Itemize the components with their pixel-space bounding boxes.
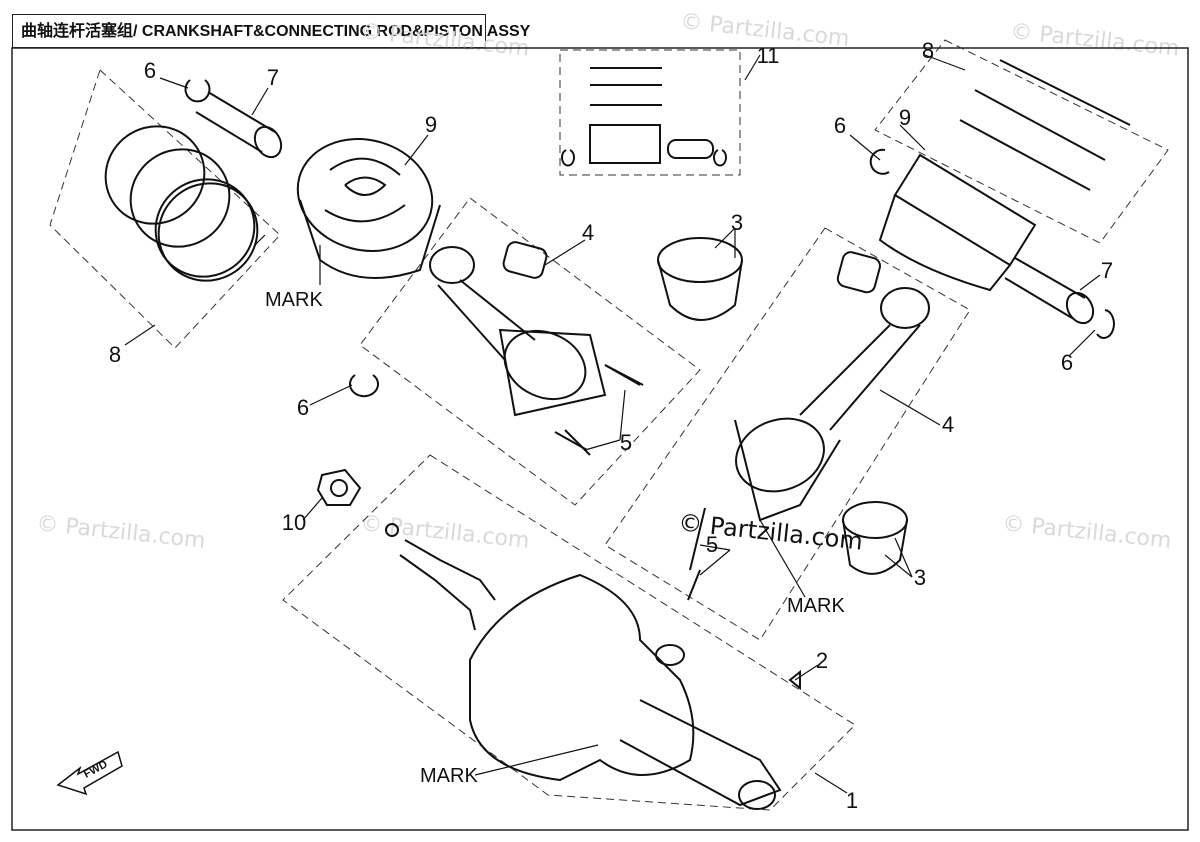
piston-pin-right <box>1004 257 1095 325</box>
bearing-shells-upper <box>657 237 743 321</box>
callout-8-left: 8 <box>109 342 121 367</box>
bearing-shells-lower <box>842 501 908 575</box>
conrod-boundary-right <box>604 227 971 641</box>
circlip-left-lower <box>349 374 379 398</box>
callout-5-right: 5 <box>706 532 718 557</box>
diagram-frame <box>11 47 1189 831</box>
mark-label-crankshaft: MARK <box>420 765 478 787</box>
crankshaft-nut <box>316 468 362 506</box>
callout-8-right: 8 <box>922 38 934 63</box>
conrod-bolts <box>554 364 706 601</box>
group-boundaries <box>49 39 1169 811</box>
circlip-right-lower <box>1096 309 1115 339</box>
callout-6-lower-right: 6 <box>1061 350 1073 375</box>
ring-set-boundary-left <box>49 69 281 349</box>
callout-4-left: 4 <box>582 220 594 245</box>
conrod-boundary-left <box>359 197 701 506</box>
part-drawings <box>104 59 1131 810</box>
callout-6-top-right: 6 <box>834 113 846 138</box>
callout-9-left: 9 <box>425 112 437 137</box>
piston-assembly-11 <box>561 67 727 167</box>
callout-1: 1 <box>846 788 858 813</box>
callout-9-right: 9 <box>899 105 911 130</box>
callout-5-left: 5 <box>620 430 632 455</box>
mark-label-piston: MARK <box>265 289 323 311</box>
callout-11: 11 <box>757 43 780 68</box>
circlip-right-top <box>869 148 890 175</box>
callout-10: 10 <box>282 510 306 535</box>
piston-right <box>878 153 1037 292</box>
ring-set-boundary-right <box>874 39 1169 244</box>
crankshaft-boundary <box>282 454 856 811</box>
callout-7-right: 7 <box>1101 258 1113 283</box>
piston-pin-left <box>195 91 283 159</box>
piston-assy-boundary <box>559 49 741 176</box>
piston-rings-left <box>104 125 259 282</box>
callout-3-lower: 3 <box>914 565 926 590</box>
crankshaft <box>399 539 801 810</box>
callout-6-lower-left: 6 <box>297 395 309 420</box>
connecting-rod-left <box>429 241 641 456</box>
callout-2: 2 <box>816 648 828 673</box>
leader-lines <box>124 54 1101 794</box>
piston-left <box>296 138 441 279</box>
connecting-rod-right <box>734 251 930 522</box>
fwd-arrow-icon: FWD <box>56 750 123 796</box>
crankshaft-ball <box>385 523 399 537</box>
mark-label-conrod: MARK <box>787 595 845 617</box>
callout-6-top-left: 6 <box>144 58 156 83</box>
piston-rings-right <box>959 59 1131 191</box>
circlip-left-top <box>184 79 211 103</box>
callout-4-right: 4 <box>942 412 954 437</box>
diagram-title: 曲轴连杆活塞组/ CRANKSHAFT&CONNECTING ROD&PISTO… <box>12 14 530 48</box>
callout-7-left: 7 <box>267 65 279 90</box>
callout-3-upper: 3 <box>731 210 743 235</box>
